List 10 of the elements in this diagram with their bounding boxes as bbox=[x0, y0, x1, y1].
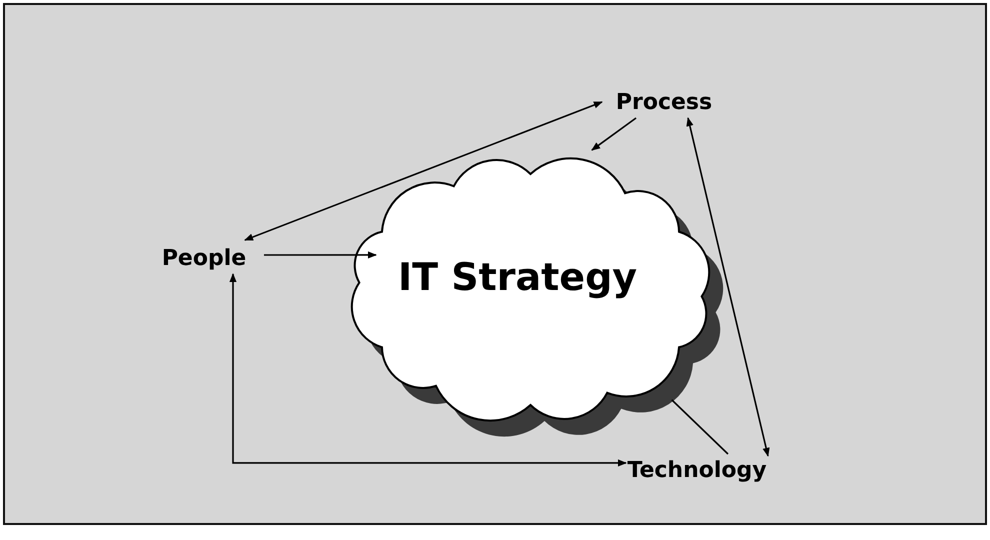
cloud-label: IT Strategy bbox=[398, 254, 638, 301]
connector-line bbox=[671, 399, 728, 455]
node-label: Technology bbox=[626, 454, 768, 486]
node-label: People bbox=[146, 242, 262, 274]
arrow bbox=[264, 251, 377, 259]
node-label: Process bbox=[604, 86, 724, 118]
arrow bbox=[591, 117, 636, 151]
arrow bbox=[229, 273, 627, 467]
arrow bbox=[686, 117, 770, 457]
arrow bbox=[244, 101, 603, 241]
